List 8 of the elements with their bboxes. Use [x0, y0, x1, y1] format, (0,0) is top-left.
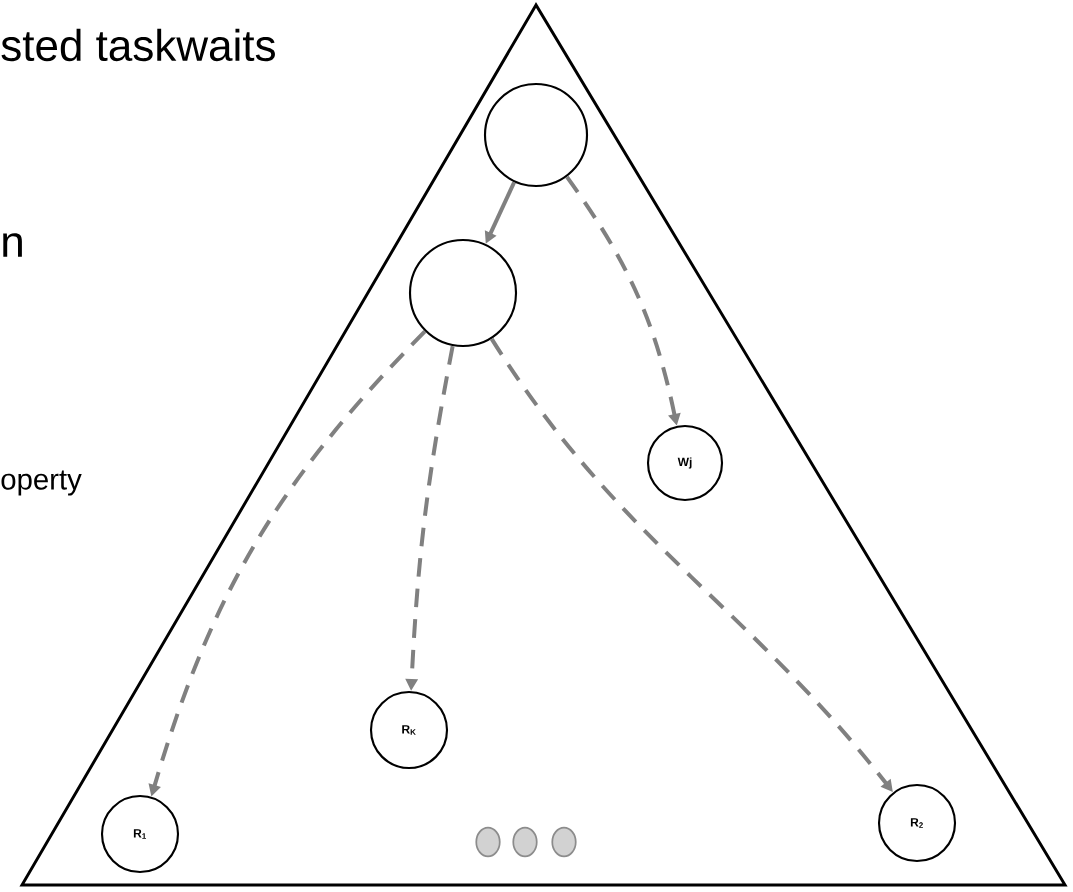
circle	[408, 238, 518, 348]
dot	[551, 826, 577, 858]
text-fragment: operty	[1, 470, 82, 496]
dot	[512, 826, 538, 858]
circle	[483, 82, 589, 188]
text-fragment: n	[3, 233, 22, 257]
dot	[475, 826, 501, 858]
text-fragment: sted taskwaits	[1, 28, 275, 62]
